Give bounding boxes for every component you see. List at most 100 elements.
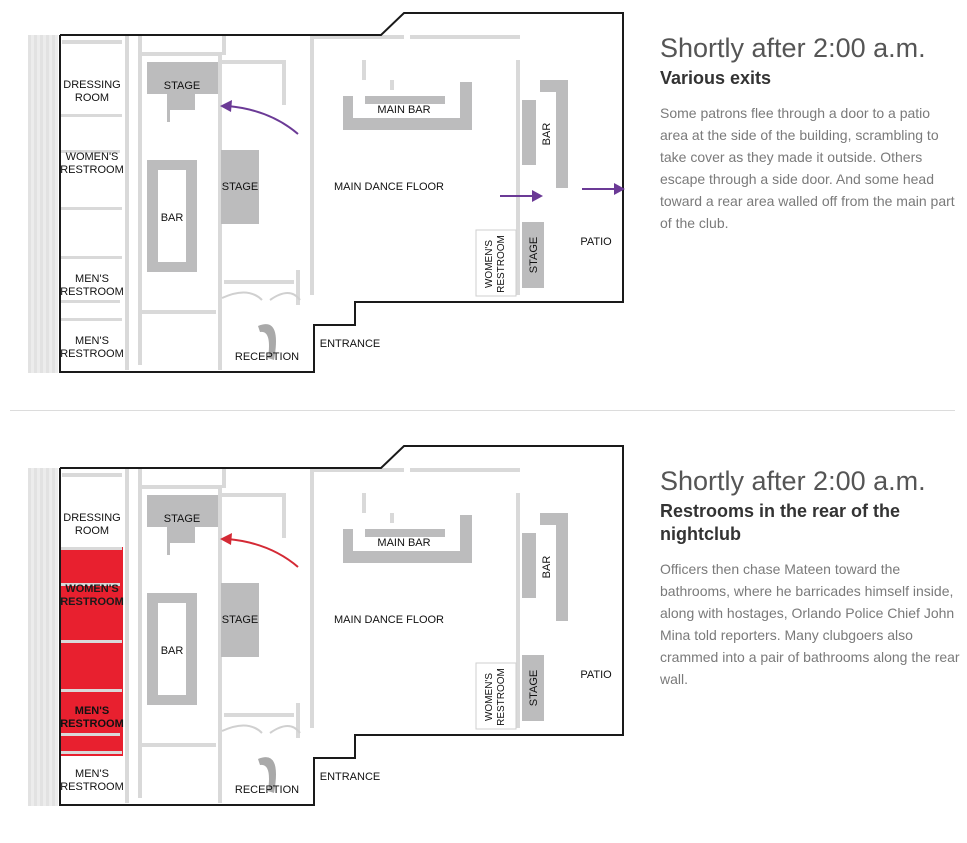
panel-time: Shortly after 2:00 a.m. [660,33,926,63]
door-arc [269,292,301,301]
panel-text: Shortly after 2:00 a.m. Various exits So… [660,32,960,234]
back-wall-texture [40,35,43,373]
interior-wall [218,543,222,803]
stage-middle [221,150,259,224]
main-bar-top [365,96,445,104]
womens-restroom-vertical [475,662,517,730]
interior-wall [138,468,142,798]
main-bar [343,82,472,130]
exit-arrow-head [220,100,232,112]
interior-wall [142,485,220,489]
interior-wall [310,468,314,728]
door-arc [221,291,263,301]
bar-left [147,593,197,705]
interior-wall [362,60,366,80]
interior-wall [310,35,314,295]
mens-restroom-upper-label-2: RESTROOM [60,286,124,298]
stage-middle-label: STAGE [222,181,258,193]
back-wall-texture [46,468,49,806]
patio-label: PATIO [580,669,612,681]
interior-wall [60,689,122,692]
interior-wall [218,485,222,545]
interior-wall [222,468,226,488]
back-wall-texture [40,468,43,806]
interior-wall [60,733,120,736]
interior-wall [140,310,216,314]
interior-wall [62,473,122,477]
interior-wall [125,468,129,803]
main-bar [343,515,472,563]
back-wall-texture [28,35,31,373]
bar-right-back [540,513,568,621]
stage-right-label: STAGE [528,237,540,273]
mens-restroom-upper-label-1: MEN'S [75,705,109,717]
interior-wall [60,751,122,754]
interior-wall [224,713,294,717]
stage-middle-label: STAGE [222,614,258,626]
bar-left [147,160,197,272]
interior-wall [60,300,120,303]
bar-left-label: BAR [161,212,184,224]
mens-restroom-lower-label-2: RESTROOM [60,781,124,793]
main-dance-floor-label: MAIN DANCE FLOOR [334,614,444,626]
door-arc [269,725,301,734]
back-wall-texture [31,35,34,373]
interior-wall [60,640,122,643]
interior-wall [218,110,222,370]
dressing-room-label-1: DRESSING [63,512,120,524]
interior-wall [296,703,300,738]
interior-wall [516,493,520,728]
patio-label: PATIO [580,236,612,248]
stage-right [522,655,544,721]
panel-divider [10,410,955,411]
stage-right [522,222,544,288]
reception-desk [258,324,276,360]
mens-restroom-lower-label-1: MEN'S [75,335,109,347]
back-wall-texture [52,35,55,373]
mens-restroom-upper-label-2: RESTROOM [60,718,124,730]
interior-wall [125,35,129,370]
back-wall-texture [55,468,58,806]
bar-right-label: BAR [541,123,553,146]
womens-restroom-vertical-label-1: WOMEN'S [484,673,495,721]
interior-wall [62,40,122,44]
main-bar-label: MAIN BAR [377,537,430,549]
door-arc [221,724,263,734]
interior-wall [60,318,122,321]
interior-wall [282,493,286,538]
interior-wall [362,493,366,513]
dressing-room-label-2: ROOM [75,525,109,537]
mens-restroom-upper-label-1: MEN'S [75,273,109,285]
back-wall-texture [31,468,34,806]
interior-wall [60,256,122,259]
interior-wall [222,493,282,497]
womens-restroom-label-2: RESTROOM [60,596,124,608]
back-wall-texture [34,35,37,373]
interior-wall [222,35,226,55]
bar-right-back [540,80,568,188]
exterior-wall [59,445,624,806]
main-bar-top [365,529,445,537]
exit-arrow-curve [227,538,299,568]
stage-upper [147,495,218,555]
back-wall-texture [52,468,55,806]
entrance-label: ENTRANCE [320,338,381,350]
interior-wall [390,513,394,523]
interior-wall [60,547,122,550]
panel-body: Officers then chase Mateen toward the ba… [660,561,960,687]
panel-body: Some patrons flee through a door to a pa… [660,105,955,231]
dressing-room-label-2: ROOM [75,92,109,104]
stage-upper-label: STAGE [164,80,200,92]
bar-right [522,533,536,598]
stage-right-label: STAGE [528,670,540,706]
dressing-room-label-1: DRESSING [63,79,120,91]
womens-restroom-vertical-label-1: WOMEN'S [484,240,495,288]
reception-label: RECEPTION [235,784,299,796]
interior-wall [140,743,216,747]
exit-arrow-curve [227,105,299,135]
interior-wall [224,280,294,284]
bar-right [522,100,536,165]
